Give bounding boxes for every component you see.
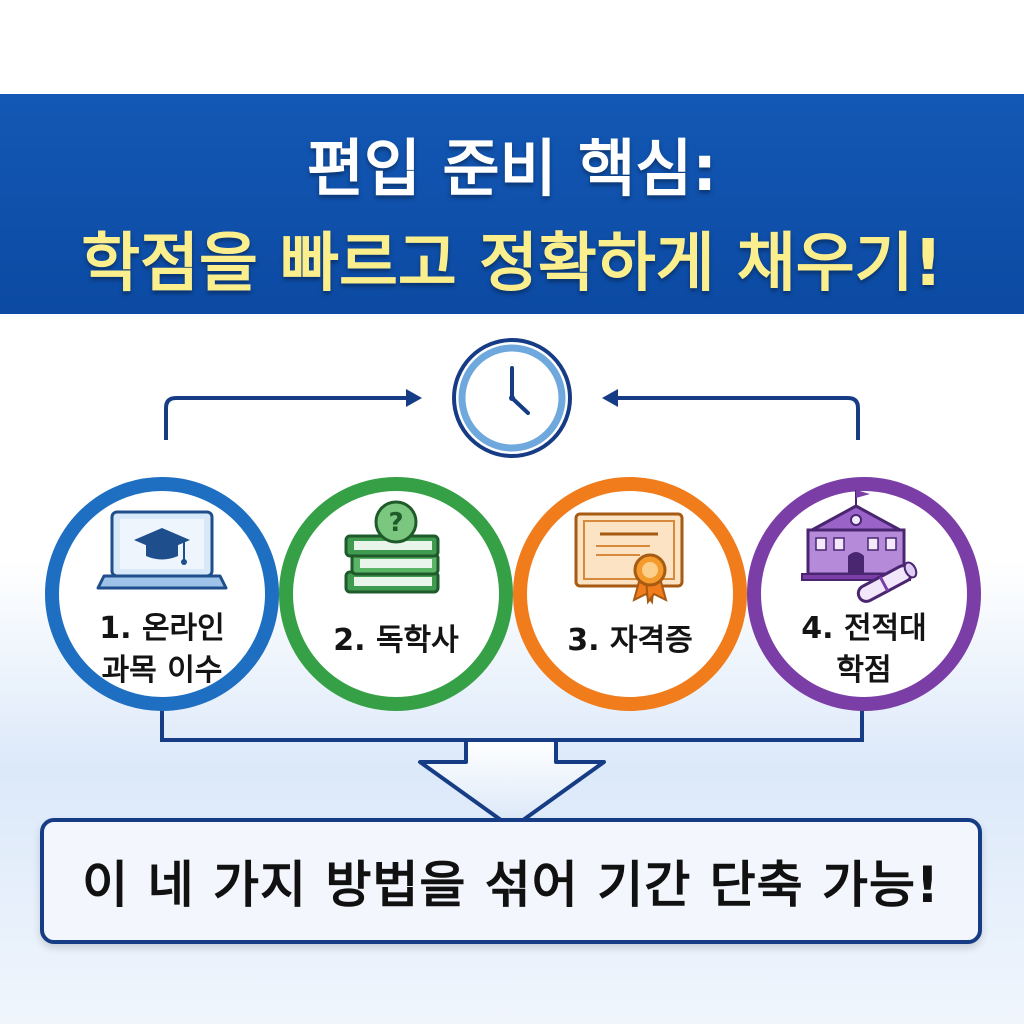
top-connector-right — [602, 389, 860, 440]
step-1-label: 1. 온라인 과목 이수 — [99, 611, 225, 688]
certificate-icon — [574, 512, 684, 605]
conclusion-text: 이 네 가지 방법을 섞어 기간 단축 가능! — [82, 856, 940, 914]
bottom-connector — [160, 700, 864, 742]
books-question-icon: ? — [344, 500, 440, 594]
step-1-circle — [45, 477, 302, 711]
university-diploma-icon — [801, 490, 918, 603]
step-4-label: 4. 전적대 학점 — [801, 611, 927, 688]
svg-text:?: ? — [388, 508, 403, 538]
down-arrow — [418, 738, 606, 830]
top-connector-left — [164, 389, 422, 440]
step-2-label: 2. 독학사 — [333, 623, 459, 658]
step-3-label: 3. 자격증 — [567, 623, 693, 658]
step-2-circle — [279, 477, 536, 711]
conclusion-box: 이 네 가지 방법을 섞어 기간 단축 가능! — [40, 818, 982, 944]
laptop-graduation-cap-icon — [96, 510, 228, 590]
title-line-1: 편입 준비 핵심: — [306, 132, 718, 205]
title-line-2: 학점을 빠르고 정확하게 채우기! — [81, 227, 943, 301]
clock-icon — [452, 338, 572, 458]
title-banner — [0, 94, 1024, 314]
